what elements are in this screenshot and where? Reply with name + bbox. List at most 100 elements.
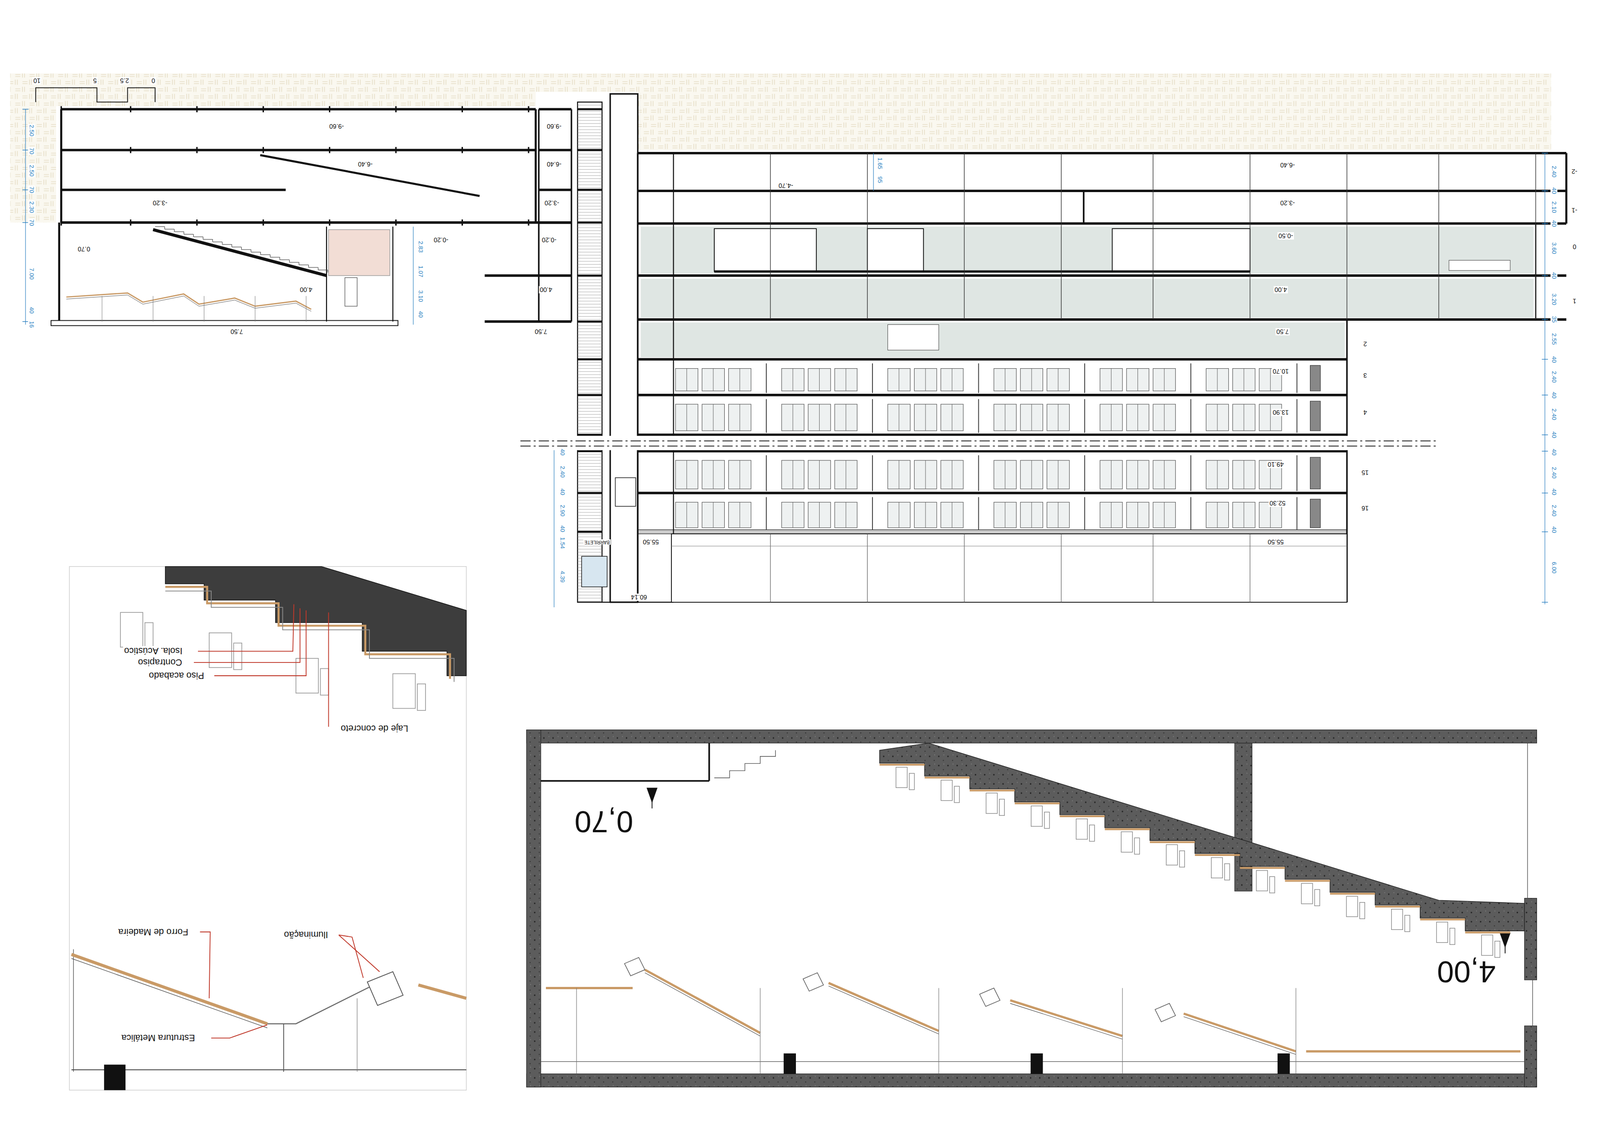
hanger bbox=[254, 296, 256, 322]
leader-line bbox=[327, 612, 329, 727]
partition bbox=[1084, 496, 1086, 530]
stair-hatch bbox=[577, 233, 603, 234]
stair-hatch bbox=[577, 169, 603, 170]
concrete-wall bbox=[1524, 1025, 1537, 1087]
mullion bbox=[1111, 404, 1112, 431]
mullion bbox=[686, 460, 687, 489]
dimension: 2.40 bbox=[558, 464, 566, 478]
tank bbox=[581, 555, 608, 587]
stair-hatch bbox=[577, 239, 603, 240]
beam bbox=[783, 1053, 796, 1074]
dimension: 1.54 bbox=[558, 536, 566, 550]
slab-tick bbox=[394, 219, 397, 226]
ramp bbox=[259, 155, 480, 196]
stair-hatch bbox=[577, 224, 603, 225]
column bbox=[103, 1064, 126, 1090]
seat bbox=[1121, 831, 1133, 852]
stair-hatch bbox=[577, 162, 603, 164]
beam bbox=[714, 270, 1251, 273]
landing bbox=[577, 491, 603, 494]
dimension: 40 bbox=[1550, 271, 1558, 280]
break-line bbox=[520, 445, 1439, 447]
mullion bbox=[1031, 404, 1032, 431]
stair-hatch bbox=[577, 245, 603, 247]
hanger bbox=[152, 296, 154, 322]
hanger bbox=[356, 997, 358, 1072]
seat bbox=[1404, 914, 1410, 932]
wood-ceiling bbox=[66, 292, 312, 310]
stair-hatch bbox=[577, 129, 603, 130]
seat bbox=[1269, 876, 1275, 893]
stair-hatch bbox=[577, 496, 603, 498]
window bbox=[1020, 404, 1043, 431]
dimension: 40 bbox=[1550, 447, 1558, 457]
dimension: 40 bbox=[28, 306, 36, 315]
mullion bbox=[1163, 404, 1165, 431]
window bbox=[1153, 460, 1176, 489]
wall-line bbox=[72, 949, 74, 1072]
dimension: 35 bbox=[1550, 315, 1558, 324]
partition bbox=[1084, 399, 1086, 433]
window bbox=[781, 502, 805, 528]
partition bbox=[872, 496, 873, 530]
slab-tick bbox=[461, 146, 463, 153]
seat bbox=[1494, 940, 1500, 958]
stair-hatch bbox=[577, 459, 603, 461]
mullion bbox=[951, 502, 953, 528]
stair-hatch bbox=[577, 242, 603, 244]
window bbox=[940, 460, 964, 489]
step-line bbox=[222, 244, 232, 245]
step-line bbox=[183, 233, 194, 235]
wood-ceiling bbox=[644, 969, 761, 1033]
slab-tick bbox=[196, 146, 198, 153]
beam bbox=[1030, 1053, 1044, 1074]
level-label: -4.70 bbox=[777, 181, 795, 190]
slab-tick bbox=[527, 146, 530, 153]
stair-hatch bbox=[577, 230, 603, 231]
stair-hatch bbox=[577, 117, 603, 118]
window bbox=[781, 404, 805, 431]
mullion bbox=[1217, 404, 1218, 431]
mullion bbox=[686, 368, 687, 391]
step-line bbox=[327, 270, 328, 273]
stair-hatch bbox=[577, 334, 603, 335]
mullion bbox=[1163, 502, 1165, 528]
mullion bbox=[792, 502, 794, 528]
stair-hatch bbox=[577, 215, 603, 216]
slab bbox=[61, 108, 536, 111]
callout-label: Contrapiso bbox=[137, 657, 184, 668]
floor-finish bbox=[1149, 841, 1195, 843]
mullion bbox=[1058, 368, 1059, 391]
step-line bbox=[279, 257, 281, 260]
scale-number: 5 bbox=[92, 77, 98, 85]
level-label: 0,70 bbox=[573, 805, 634, 837]
floor-number: 16 bbox=[1361, 504, 1371, 512]
stair-hatch bbox=[577, 218, 603, 219]
step-line bbox=[231, 244, 233, 248]
stair-hatch bbox=[577, 509, 603, 510]
seat bbox=[1031, 805, 1043, 826]
seat bbox=[1359, 902, 1365, 919]
step-line bbox=[308, 267, 319, 268]
hanger bbox=[283, 1023, 285, 1072]
window bbox=[1126, 502, 1149, 528]
slab bbox=[540, 779, 710, 782]
step-line bbox=[250, 251, 261, 253]
stair-hatch bbox=[577, 389, 603, 390]
level-label: -6.40 bbox=[545, 160, 563, 168]
stair-hatch bbox=[577, 512, 603, 513]
mullion bbox=[951, 460, 953, 489]
seat bbox=[1179, 850, 1185, 868]
level-label: -9.60 bbox=[328, 122, 345, 130]
mullion bbox=[1004, 404, 1006, 431]
podium-line bbox=[1153, 533, 1154, 603]
dimension: 40 bbox=[1550, 186, 1558, 195]
slab bbox=[538, 108, 572, 111]
dimension: 2.50 bbox=[28, 124, 36, 138]
window bbox=[728, 502, 751, 528]
level-label: 55.50 bbox=[1266, 538, 1285, 546]
window bbox=[940, 404, 964, 431]
window bbox=[1153, 502, 1176, 528]
floor-number: 15 bbox=[1361, 468, 1371, 477]
stair-hatch bbox=[577, 355, 603, 357]
